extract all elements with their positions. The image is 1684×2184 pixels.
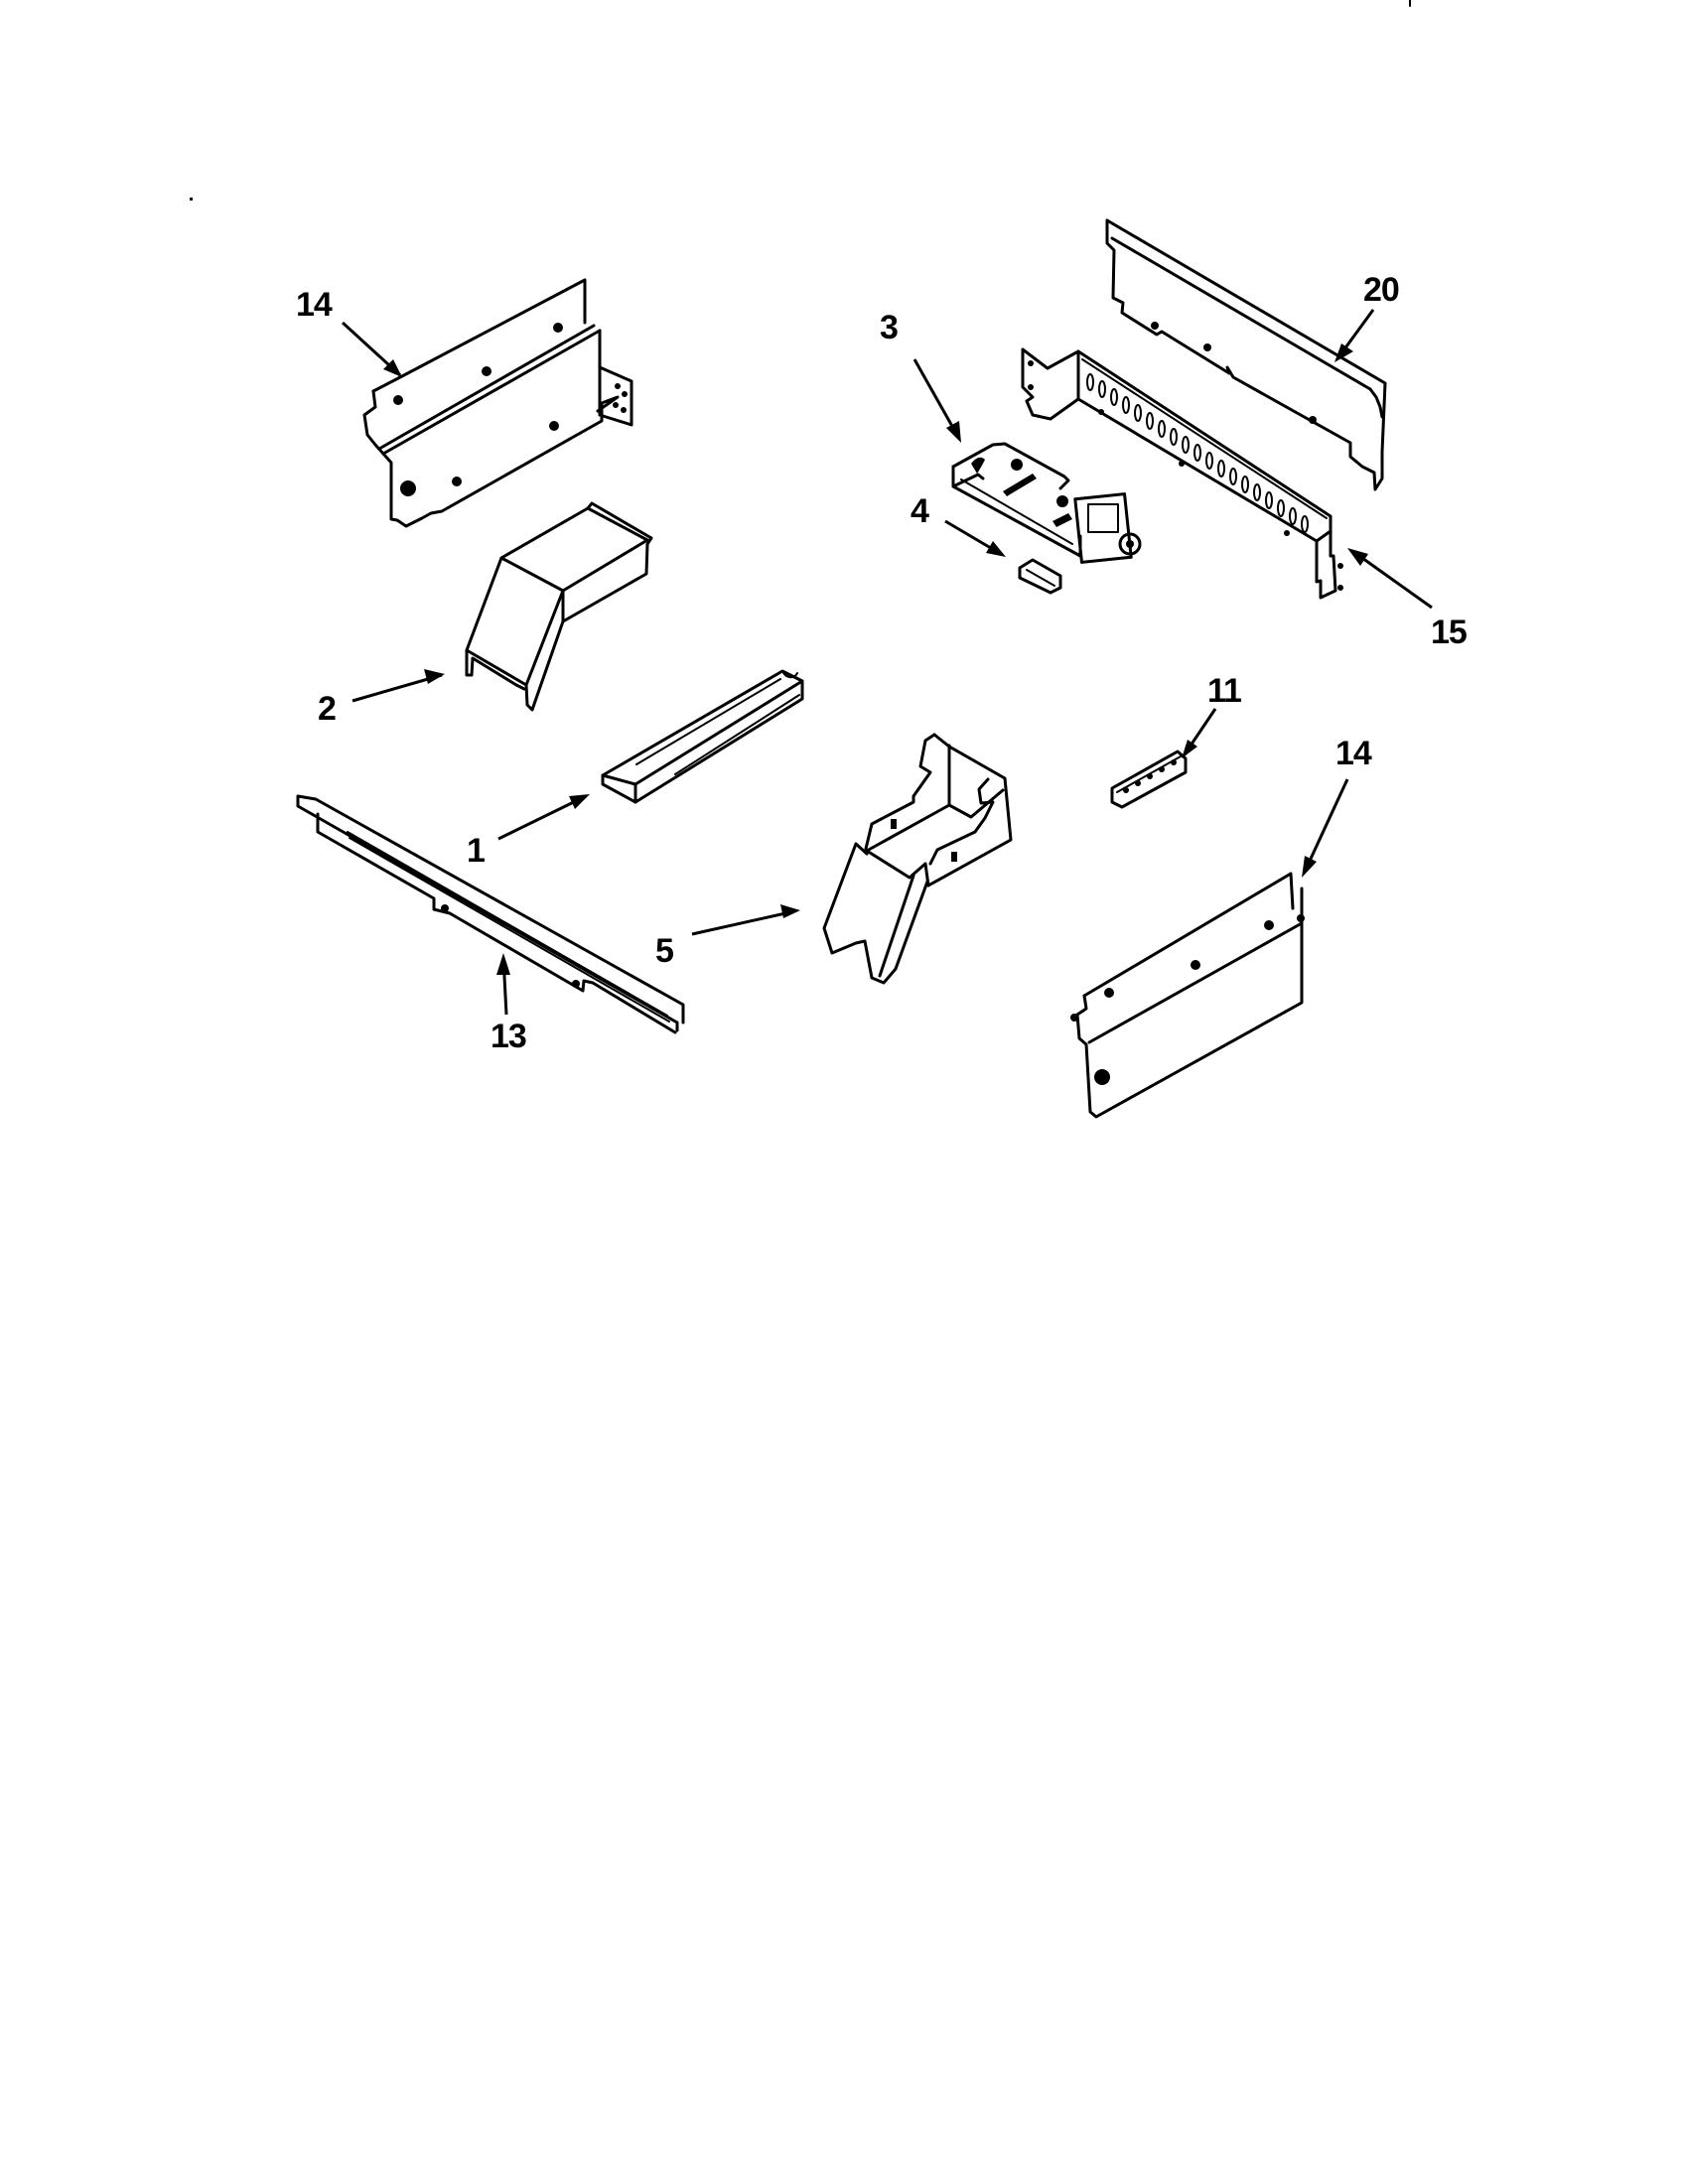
leader-arrow-11	[1182, 708, 1217, 758]
leader-arrow-5	[691, 904, 800, 936]
part-14-top-left-panel	[362, 278, 633, 528]
leader-arrow-15	[1347, 548, 1433, 610]
leader-arrow-14-top-left	[341, 321, 402, 377]
part-3-valve-bracket-assembly	[951, 442, 1142, 564]
part-13-long-rail	[296, 794, 685, 1034]
callout-label-3: 3	[880, 309, 899, 346]
part-20-rear-channel	[1105, 218, 1387, 491]
callout-label-20: 20	[1363, 271, 1400, 309]
part-14-right-panel	[1070, 872, 1305, 1119]
callout-label-5: 5	[655, 932, 674, 970]
callout-label-14-top-left: 14	[296, 286, 333, 324]
callout-label-11: 11	[1207, 672, 1242, 710]
part-15-perforated-bracket	[1021, 347, 1343, 600]
leader-arrow-3	[912, 358, 961, 443]
callout-label-14-right: 14	[1335, 735, 1372, 772]
leader-arrow-14-right	[1302, 778, 1349, 878]
part-4-clip	[1018, 558, 1062, 595]
part-5-u-channel-bracket	[822, 733, 1013, 985]
callout-label-13: 13	[491, 1018, 527, 1055]
part-1-rail-channel	[601, 669, 804, 804]
callout-label-4: 4	[911, 492, 929, 530]
leader-arrow-20	[1334, 309, 1375, 362]
leader-arrow-1	[497, 794, 590, 841]
callout-label-1: 1	[467, 832, 486, 870]
page-speck	[190, 198, 193, 201]
leader-arrow-2	[351, 669, 445, 703]
leader-arrow-4	[944, 519, 1006, 557]
callout-label-15: 15	[1431, 614, 1468, 651]
part-2-bent-duct	[465, 501, 653, 712]
part-11-terminal-block	[1110, 750, 1188, 809]
leader-arrow-13	[496, 953, 510, 1016]
callout-label-2: 2	[318, 690, 337, 728]
